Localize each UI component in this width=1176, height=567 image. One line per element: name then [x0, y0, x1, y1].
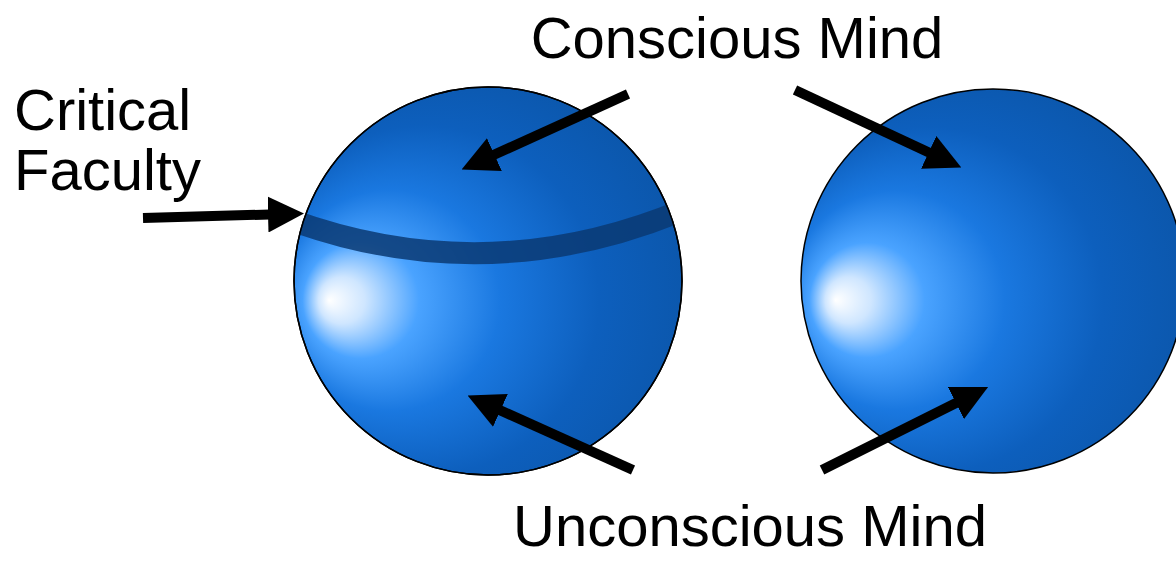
- part-label: Critical Faculty: [14, 80, 219, 200]
- critical-faculty-band: [270, 200, 706, 253]
- left-sphere: [270, 87, 706, 475]
- part-label: Unconscious Mind: [513, 496, 987, 556]
- part-label: Conscious Mind: [531, 8, 944, 68]
- right-sphere: [801, 89, 1176, 473]
- pointer-arrows: [143, 90, 972, 470]
